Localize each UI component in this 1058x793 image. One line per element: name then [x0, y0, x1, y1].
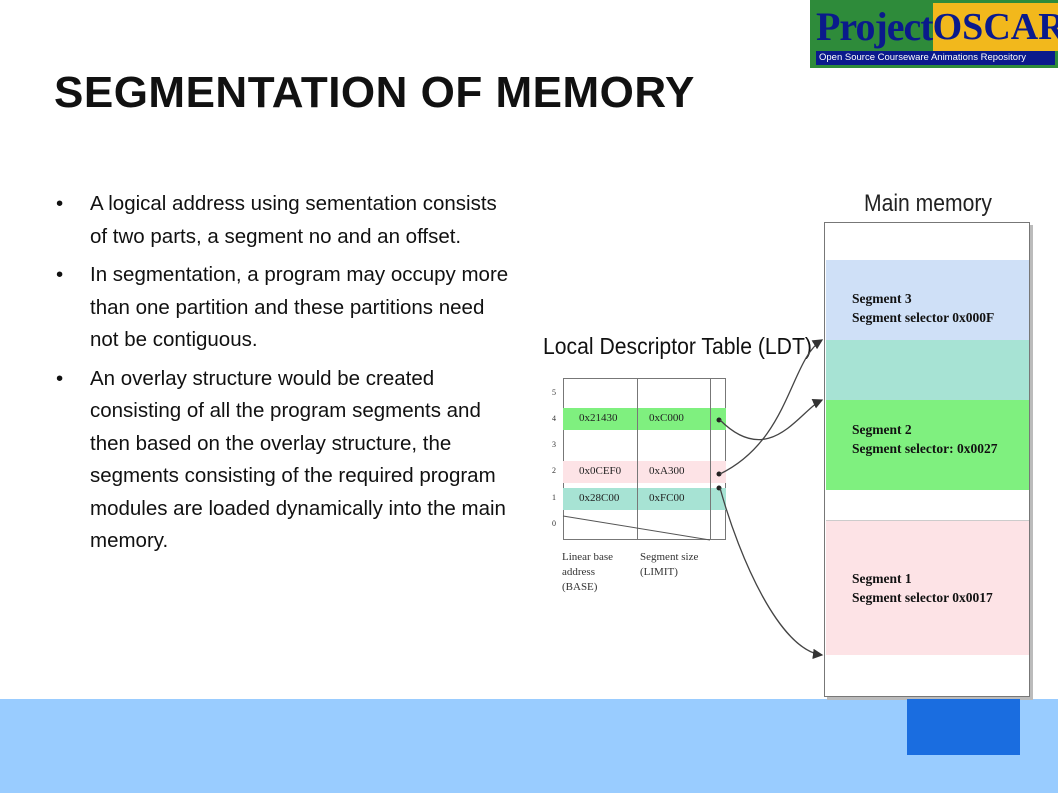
- logo-word-project: Project: [816, 3, 934, 51]
- ldt-limit: 0xFC00: [649, 492, 685, 504]
- bullet-dot: •: [56, 366, 64, 390]
- logo-subtitle: Open Source Courseware Animations Reposi…: [816, 51, 1055, 65]
- ldt-table: [563, 378, 726, 540]
- segment-2-name: Segment 2: [852, 422, 912, 437]
- ldt-row-number: 5: [552, 388, 556, 397]
- arrow-to-segment-2: [719, 399, 824, 441]
- segment-1-name: Segment 1: [852, 571, 912, 586]
- bullet-list: • A logical address using sementation con…: [56, 188, 516, 564]
- ldt-base: 0x21430: [579, 412, 618, 424]
- ldt-empty-row-line: [562, 515, 711, 541]
- ldt-row-1: 0x28C00 0xFC00: [563, 488, 726, 510]
- ldt-column-divider: [637, 378, 638, 540]
- footer-bar: [0, 699, 1058, 793]
- ldt-row-number: 4: [552, 414, 556, 423]
- ldt-row-4: 0x21430 0xC000: [563, 408, 726, 430]
- segment-3-block: Segment 3 Segment selector 0x000F: [826, 260, 1029, 340]
- segment-3-name: Segment 3: [852, 291, 912, 306]
- arrow-to-segment-1: [719, 487, 824, 660]
- ldt-row-number: 2: [552, 466, 556, 475]
- ldt-limit: 0xA300: [649, 465, 685, 477]
- ldt-base: 0x28C00: [579, 492, 620, 504]
- ldt-caption-limit: Segment size (LIMIT): [640, 551, 699, 578]
- footer-accent-square: [907, 699, 1020, 755]
- slide-title: SEGMENTATION OF MEMORY: [54, 68, 695, 117]
- ldt-limit: 0xC000: [649, 412, 684, 424]
- ldt-row-2: 0x0CEF0 0xA300: [563, 461, 726, 483]
- segment-2-block: Segment 2 Segment selector: 0x0027: [826, 400, 1029, 490]
- bullet-text: An overlay structure would be created co…: [90, 366, 506, 553]
- ldt-row-number: 1: [552, 493, 556, 502]
- bullet-dot: •: [56, 192, 64, 215]
- bullet-item: • A logical address using sementation con…: [56, 188, 516, 253]
- segment-2-selector: Segment selector: 0x0027: [852, 441, 998, 456]
- segment-1-selector: Segment selector 0x0017: [852, 590, 993, 605]
- arrow-to-segment-3: [719, 339, 824, 475]
- main-memory-title: Main memory: [864, 190, 992, 217]
- bullet-text: In segmentation, a program may occupy mo…: [90, 263, 509, 351]
- logo-word-oscar: OSCAR: [932, 3, 1058, 51]
- bullet-item: • In segmentation, a program may occupy m…: [56, 259, 516, 357]
- bullet-item: • An overlay structure would be created c…: [56, 363, 516, 558]
- project-oscar-logo: Project OSCAR Open Source Courseware Ani…: [810, 0, 1058, 68]
- ldt-pointer-dot: [716, 471, 722, 477]
- segment-1-block: Segment 1 Segment selector 0x0017: [826, 520, 1029, 655]
- ldt-base: 0x0CEF0: [579, 465, 622, 477]
- ldt-column-divider: [710, 378, 711, 540]
- segment-3-selector: Segment selector 0x000F: [852, 310, 995, 325]
- ldt-pointer-dot: [716, 417, 722, 423]
- ldt-title: Local Descriptor Table (LDT): [543, 333, 812, 359]
- ldt-caption-base: Linear base address (BASE): [562, 551, 613, 593]
- ldt-row-number: 0: [552, 519, 556, 528]
- ldt-row-number: 3: [552, 440, 556, 449]
- free-memory-block: [826, 340, 1029, 400]
- bullet-dot: •: [56, 263, 64, 286]
- bullet-text: A logical address using sementation cons…: [90, 192, 497, 248]
